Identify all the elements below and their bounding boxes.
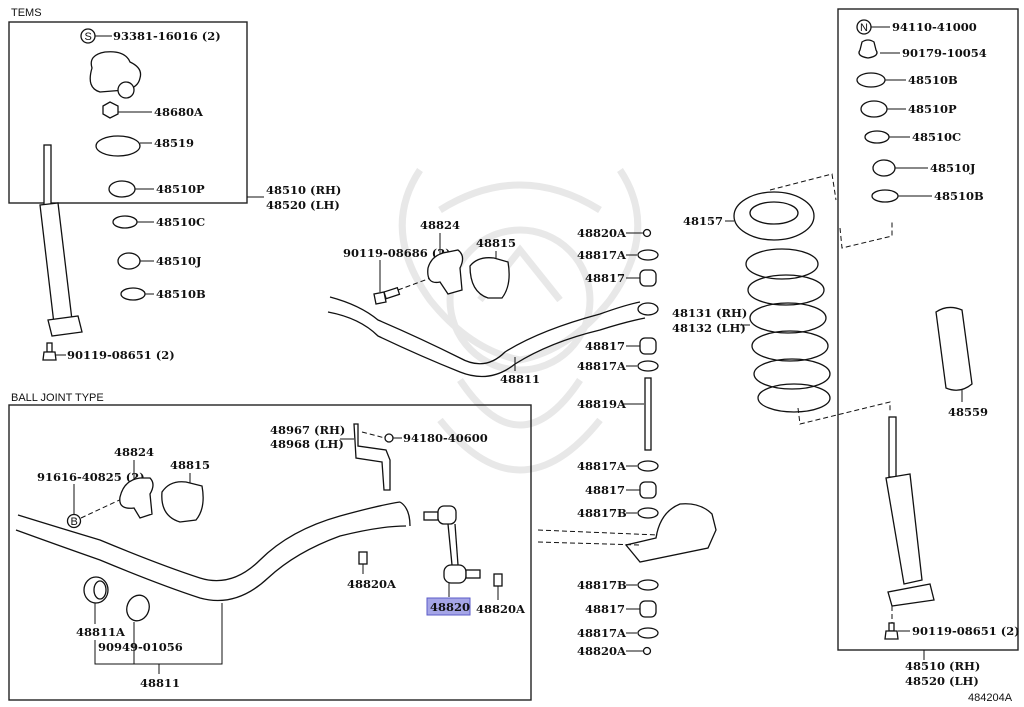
plate-48519[interactable]	[95, 135, 141, 157]
bolt-90119-08686[interactable]	[373, 286, 401, 305]
part-48510b-left[interactable]: 48510B	[156, 287, 206, 301]
part-48820-selected[interactable]: 48820	[430, 600, 470, 614]
b-symbol-icon: B	[66, 513, 82, 529]
part-48811-upper[interactable]: 48811	[500, 372, 540, 386]
part-48510c-right[interactable]: 48510C	[912, 130, 961, 144]
part-48157[interactable]: 48157	[683, 214, 723, 228]
part-48559[interactable]: 48559	[948, 405, 988, 419]
part-90119-08686[interactable]: 90119-08686 (2)	[343, 246, 451, 260]
stack-item-10[interactable]: 48817B	[577, 578, 627, 592]
clamp-48824-upper[interactable]	[427, 249, 464, 295]
part-48510j-right[interactable]: 48510J	[930, 161, 975, 175]
lower-arm-bracket	[537, 503, 717, 563]
s-symbol-icon: S	[80, 28, 96, 44]
part-48811-lower[interactable]: 48811	[140, 676, 180, 690]
watermark-logo	[398, 168, 642, 474]
part-48510b-right-1[interactable]: 48510B	[908, 73, 958, 87]
part-48811a[interactable]: 48811A	[76, 625, 126, 639]
tems-box	[8, 21, 248, 204]
part-90179-10054[interactable]: 90179-10054	[902, 46, 987, 60]
part-48132-lh[interactable]: 48132 (LH)	[672, 321, 746, 335]
assy-48520-lh-right[interactable]: 48520 (LH)	[905, 674, 979, 688]
section-title-ball-joint: BALL JOINT TYPE	[11, 392, 104, 404]
part-48824-upper[interactable]: 48824	[420, 218, 460, 232]
bushing-48815-lower[interactable]	[161, 481, 204, 523]
part-48510p-right[interactable]: 48510P	[908, 102, 957, 116]
bolt-90119-08651-left[interactable]	[42, 342, 57, 361]
part-48820a-lower-1[interactable]: 48820A	[347, 577, 397, 591]
shock-absorber-left[interactable]	[39, 144, 83, 337]
stack-item-5[interactable]: 48817A	[577, 359, 627, 373]
part-48510j-left[interactable]: 48510J	[156, 254, 201, 268]
stabilizer-bar-upper[interactable]	[329, 296, 641, 365]
assy-48520-lh-left[interactable]: 48520 (LH)	[266, 198, 340, 212]
clamp-48824-lower[interactable]	[119, 477, 154, 519]
part-48968-lh[interactable]: 48968 (LH)	[270, 437, 344, 451]
assy-48510-rh-left[interactable]: 48510 (RH)	[266, 183, 341, 197]
bracket-48967[interactable]	[353, 423, 391, 491]
part-91616-40825[interactable]: 91616-40825 (2)	[37, 470, 145, 484]
part-48510c-left[interactable]: 48510C	[156, 215, 205, 229]
part-93381-16016[interactable]: 93381-16016 (2)	[113, 29, 221, 43]
part-90119-08651-right[interactable]: 90119-08651 (2)	[912, 624, 1020, 638]
bolt-90119-08651-right[interactable]	[884, 622, 899, 640]
part-48820a-lower-2[interactable]: 48820A	[476, 602, 526, 616]
stabilizer-link-48820[interactable]	[423, 505, 481, 584]
nut-48680a[interactable]	[102, 101, 119, 119]
svg-text:S: S	[85, 31, 92, 43]
stack-item-8[interactable]: 48817	[585, 483, 625, 497]
part-48510p-left[interactable]: 48510P	[156, 182, 205, 196]
stack-item-11[interactable]: 48817	[585, 602, 625, 616]
part-48967-rh[interactable]: 48967 (RH)	[270, 423, 345, 437]
part-90949-01056[interactable]: 90949-01056	[98, 640, 183, 654]
part-48824-lower[interactable]: 48824	[114, 445, 154, 459]
stack-item-1[interactable]: 48820A	[577, 226, 627, 240]
assy-48510-rh-right[interactable]: 48510 (RH)	[905, 659, 980, 673]
n-symbol-icon: N	[856, 19, 872, 35]
stack-item-3[interactable]: 48817	[585, 271, 625, 285]
figure-code: 484204A	[968, 692, 1013, 704]
right-box	[837, 8, 1019, 651]
ball-joint-box	[8, 404, 532, 701]
section-title-tems: TEMS	[11, 7, 42, 19]
bushing-48815-upper[interactable]	[469, 257, 510, 299]
part-48510b-right-2[interactable]: 48510B	[934, 189, 984, 203]
svg-text:N: N	[860, 22, 868, 34]
part-48815-lower[interactable]: 48815	[170, 458, 210, 472]
part-48131-rh[interactable]: 48131 (RH)	[672, 306, 747, 320]
insulator-48157[interactable]	[733, 191, 815, 241]
svg-text:B: B	[71, 516, 78, 528]
stack-item-7[interactable]: 48817A	[577, 459, 627, 473]
part-48519[interactable]: 48519	[154, 136, 194, 150]
part-94110-41000[interactable]: 94110-41000	[892, 20, 977, 34]
stack-item-9[interactable]: 48817B	[577, 506, 627, 520]
link-stack: 48820A 48817A 48817 48817 48817A 48819A …	[577, 226, 659, 658]
part-94180-40600[interactable]: 94180-40600	[403, 431, 488, 445]
selected-part-highlight	[426, 597, 471, 616]
bushing-48811a[interactable]	[83, 576, 109, 604]
stack-item-4[interactable]: 48817	[585, 339, 625, 353]
part-48680a[interactable]: 48680A	[154, 105, 204, 119]
bump-stopper-48559[interactable]	[935, 306, 973, 391]
stack-item-6[interactable]: 48819A	[577, 397, 627, 411]
upper-mount-part[interactable]	[89, 51, 142, 99]
stack-item-12[interactable]: 48817A	[577, 626, 627, 640]
stabilizer-bar-lower[interactable]	[17, 501, 401, 582]
band-90949-01056[interactable]	[123, 592, 153, 624]
part-48815-upper[interactable]: 48815	[476, 236, 516, 250]
coil-spring[interactable]	[745, 248, 831, 413]
part-90119-08651-left[interactable]: 90119-08651 (2)	[67, 348, 175, 362]
stack-item-13[interactable]: 48820A	[577, 644, 627, 658]
shock-absorber-right[interactable]	[885, 416, 935, 607]
stack-item-2[interactable]: 48817A	[577, 248, 627, 262]
